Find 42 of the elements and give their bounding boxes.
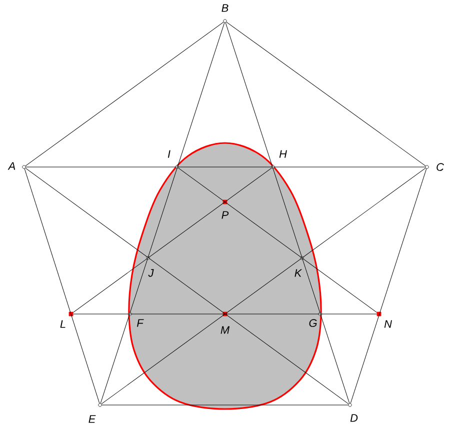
point-label: J — [148, 269, 154, 277]
line — [101, 168, 426, 404]
point — [222, 312, 228, 316]
point-label: D — [350, 414, 358, 422]
point — [222, 200, 228, 204]
point — [22, 165, 26, 169]
point — [128, 312, 132, 316]
line — [26, 166, 426, 168]
point-label: I — [168, 150, 170, 158]
point — [175, 165, 179, 169]
point — [223, 19, 227, 23]
point — [271, 165, 275, 169]
point — [318, 312, 322, 316]
point — [300, 256, 304, 260]
line — [25, 168, 349, 404]
point-label: F — [137, 319, 144, 327]
line — [226, 22, 426, 166]
point-label: G — [309, 319, 317, 327]
point-label: P — [222, 211, 229, 219]
point — [376, 312, 382, 316]
point-label: M — [220, 326, 230, 334]
point — [98, 403, 102, 407]
line — [25, 22, 224, 166]
line — [72, 168, 272, 313]
point — [146, 256, 150, 260]
point-label: E — [88, 415, 96, 423]
point-label: L — [60, 320, 66, 328]
line — [100, 22, 225, 404]
point — [68, 312, 74, 316]
line — [24, 168, 100, 404]
line — [102, 404, 348, 406]
point — [348, 403, 352, 407]
point-label: K — [294, 269, 302, 277]
point-label: H — [279, 150, 287, 158]
line — [178, 168, 378, 313]
line — [350, 168, 427, 404]
point-label: A — [8, 162, 16, 170]
point-label: C — [436, 163, 444, 171]
point-label: B — [222, 4, 228, 12]
line — [225, 22, 350, 404]
point-label: N — [384, 320, 392, 328]
point — [425, 165, 429, 169]
